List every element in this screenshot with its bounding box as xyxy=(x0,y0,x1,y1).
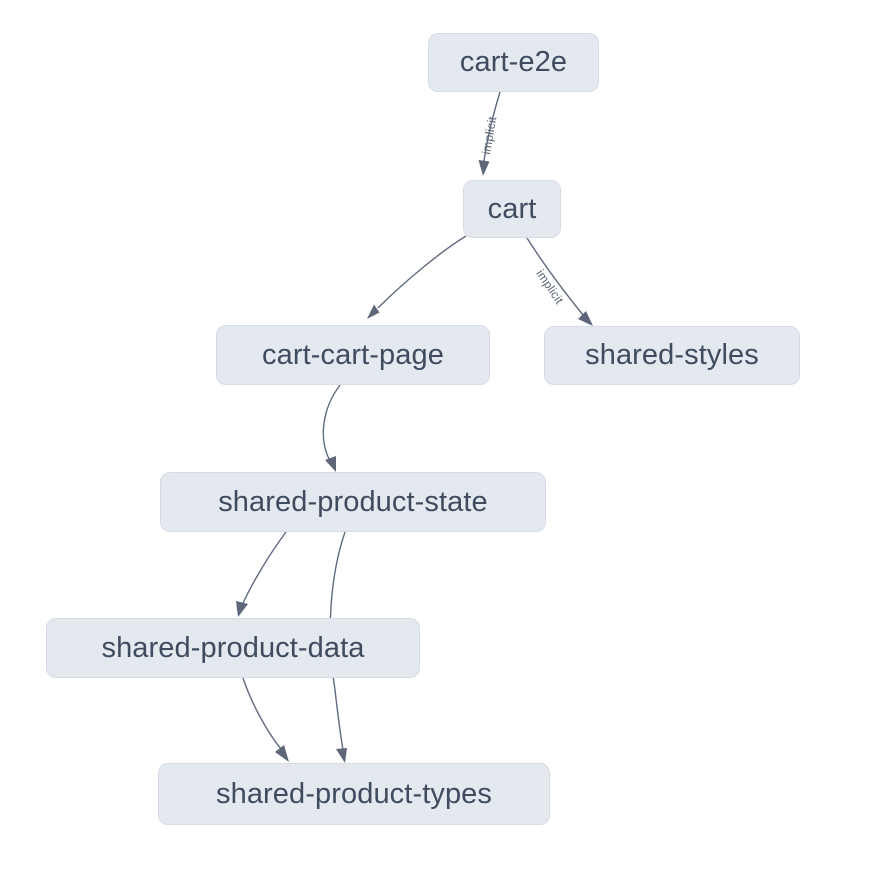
node-label: shared-product-data xyxy=(101,631,365,664)
arrow-head-icon xyxy=(275,745,289,762)
edge-path xyxy=(377,235,467,309)
node-label: shared-styles xyxy=(585,339,759,371)
edge-path xyxy=(322,384,341,460)
node-label: shared-product-state xyxy=(218,485,488,518)
node-label: cart-e2e xyxy=(459,46,568,78)
node-cart-e2e[interactable]: cart-e2e xyxy=(428,33,599,92)
node-label: cart xyxy=(487,192,537,225)
node-label: shared-product-types xyxy=(215,777,493,810)
arrow-head-icon xyxy=(336,748,347,763)
node-shared-product-types[interactable]: shared-product-types xyxy=(158,763,550,825)
arrow-head-icon xyxy=(478,160,490,176)
edge-path xyxy=(242,677,282,750)
node-shared-product-state[interactable]: shared-product-state xyxy=(160,472,546,532)
edge-cart-to-shared-styles xyxy=(526,237,593,326)
edge-path xyxy=(483,91,501,162)
arrow-head-icon xyxy=(325,456,336,472)
node-cart-cart-page[interactable]: cart-cart-page xyxy=(216,325,490,385)
edge-cart-cart-page-to-shared-product-state xyxy=(322,384,341,472)
node-shared-styles[interactable]: shared-styles xyxy=(544,326,800,385)
edge-cart-to-cart-cart-page xyxy=(367,235,467,319)
node-shared-product-data[interactable]: shared-product-data xyxy=(46,618,420,678)
arrow-head-icon xyxy=(236,601,248,617)
edge-shared-product-data-to-shared-product-types xyxy=(242,677,289,762)
edge-path xyxy=(526,237,584,316)
edge-path xyxy=(242,531,287,604)
arrow-head-icon xyxy=(367,304,380,319)
edge-shared-product-state-to-shared-product-data xyxy=(236,531,287,617)
edge-cart-e2e-to-cart xyxy=(478,91,501,176)
arrow-head-icon xyxy=(578,311,593,326)
node-label: cart-cart-page xyxy=(262,338,444,371)
node-cart[interactable]: cart xyxy=(463,180,561,238)
